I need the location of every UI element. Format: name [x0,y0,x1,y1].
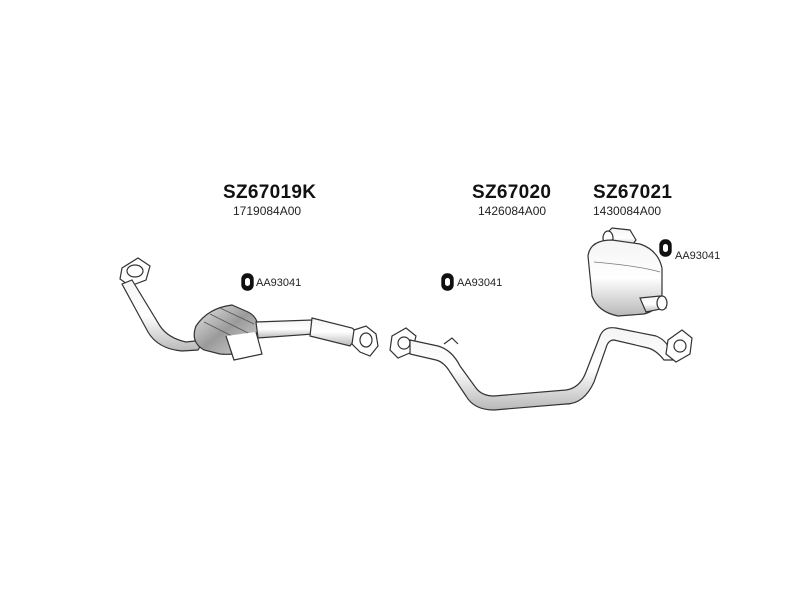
part-code-rear: SZ67021 [593,182,673,203]
front-outlet-flange [351,325,379,357]
front-pipe-catalytic-converter [119,257,379,361]
oem-number-rear: 1430084A00 [593,204,662,218]
rubber-hanger-icon [441,273,454,291]
oem-number-middle: 1426084A00 [478,204,547,218]
rear-silencer-box [587,239,663,317]
front-downpipe [121,279,206,352]
middle-outlet-flange [665,329,693,363]
hanger-label-middle: AA93041 [457,277,503,289]
hanger-label-front: AA93041 [256,277,302,289]
hanger-label-rear: AA93041 [675,250,721,262]
front-inlet-flange [119,257,151,287]
oem-number-front: 1719084A00 [233,204,302,218]
rubber-hanger-icon [659,239,672,257]
front-resonator [309,317,358,347]
middle-pipe-run [409,327,681,411]
middle-pipe [389,327,693,411]
rubber-hanger-icon [241,273,254,291]
part-code-front: SZ67019K [223,182,317,203]
part-code-middle: SZ67020 [472,182,552,203]
rear-silencer [587,227,668,317]
